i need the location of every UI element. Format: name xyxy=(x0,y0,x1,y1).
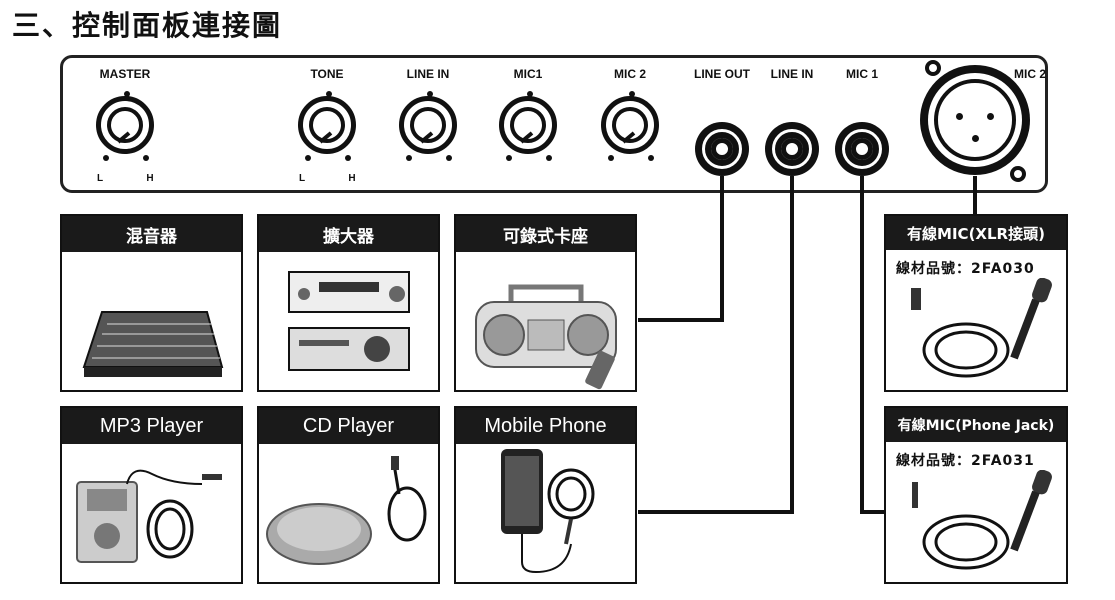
knob-label-master: MASTER xyxy=(99,67,151,81)
cd-player-icon xyxy=(266,456,427,565)
mixer-icon xyxy=(82,311,224,377)
jack-label-line-in: LINE IN xyxy=(770,67,814,81)
mic1-jack[interactable] xyxy=(835,122,889,176)
mic2-knob[interactable] xyxy=(601,91,659,154)
device-box-mp3-player: MP3 Player xyxy=(60,406,243,584)
knob-label-line-in: LINE IN xyxy=(406,67,450,81)
knob-foot xyxy=(406,155,412,161)
device-box-mixer: 混音器 xyxy=(60,214,243,392)
page-title: 三、控制面板連接圖 xyxy=(12,9,283,42)
mic2-xlr-connector[interactable] xyxy=(920,65,1030,175)
line-in-jack[interactable] xyxy=(765,122,819,176)
wire-mic1 xyxy=(860,176,884,514)
mic-label: 有線MIC(Phone Jack) xyxy=(886,408,1066,442)
device-label: 擴大器 xyxy=(259,216,438,252)
knob-foot xyxy=(345,155,351,161)
screw-icon xyxy=(925,60,941,76)
knob-foot xyxy=(103,155,109,161)
amplifier-icon xyxy=(288,271,410,371)
line-in-knob[interactable] xyxy=(399,91,457,154)
device-label: MP3 Player xyxy=(62,408,241,444)
device-box-cd-player: CD Player xyxy=(257,406,440,584)
tone-high-label: H xyxy=(348,173,356,184)
mic-box-xlr: 有線MIC(XLR接頭) 線材品號：2FA030 xyxy=(884,214,1068,392)
xlr-microphone-icon xyxy=(911,277,1052,378)
screw-icon xyxy=(1010,166,1026,182)
knob-foot xyxy=(608,155,614,161)
knob-label-tone: TONE xyxy=(310,67,344,81)
wire-line-in xyxy=(638,176,794,514)
jack-microphone-icon xyxy=(912,469,1052,570)
jack-label-mic1: MIC 1 xyxy=(845,67,879,81)
wire-line-out xyxy=(638,176,724,322)
boombox-icon xyxy=(475,284,617,390)
jack-label-line-out: LINE OUT xyxy=(694,67,750,81)
mic-part-number: 線材品號：2FA031 xyxy=(896,453,1035,469)
device-box-boombox: 可錄式卡座 xyxy=(454,214,637,392)
device-label: 混音器 xyxy=(62,216,241,252)
device-label: Mobile Phone xyxy=(456,408,635,444)
device-label: CD Player xyxy=(259,408,438,444)
knob-foot xyxy=(506,155,512,161)
device-box-amplifier: 擴大器 xyxy=(257,214,440,392)
master-low-label: L xyxy=(96,173,104,184)
knob-label-mic1: MIC1 xyxy=(513,67,543,81)
master-high-label: H xyxy=(146,173,154,184)
mic-part-number: 線材品號：2FA030 xyxy=(896,261,1035,277)
mp3-player-icon xyxy=(76,469,222,563)
tone-low-label: L xyxy=(298,173,306,184)
knob-foot xyxy=(305,155,311,161)
mobile-phone-icon xyxy=(501,449,595,574)
mic1-knob[interactable] xyxy=(499,91,557,154)
device-label: 可錄式卡座 xyxy=(456,216,635,252)
knob-foot xyxy=(143,155,149,161)
knob-label-mic2: MIC 2 xyxy=(613,67,647,81)
master-knob[interactable] xyxy=(96,91,154,154)
mic-label: 有線MIC(XLR接頭) xyxy=(886,216,1066,250)
device-box-mobile-phone: Mobile Phone xyxy=(454,406,637,584)
knob-foot xyxy=(546,155,552,161)
line-out-jack[interactable] xyxy=(695,122,749,176)
tone-knob[interactable] xyxy=(298,91,356,154)
knob-foot xyxy=(648,155,654,161)
xlr-label-mic2: MIC 2 xyxy=(1013,67,1047,81)
mic-box-phone-jack: 有線MIC(Phone Jack) 線材品號：2FA031 xyxy=(884,406,1068,584)
knob-foot xyxy=(446,155,452,161)
